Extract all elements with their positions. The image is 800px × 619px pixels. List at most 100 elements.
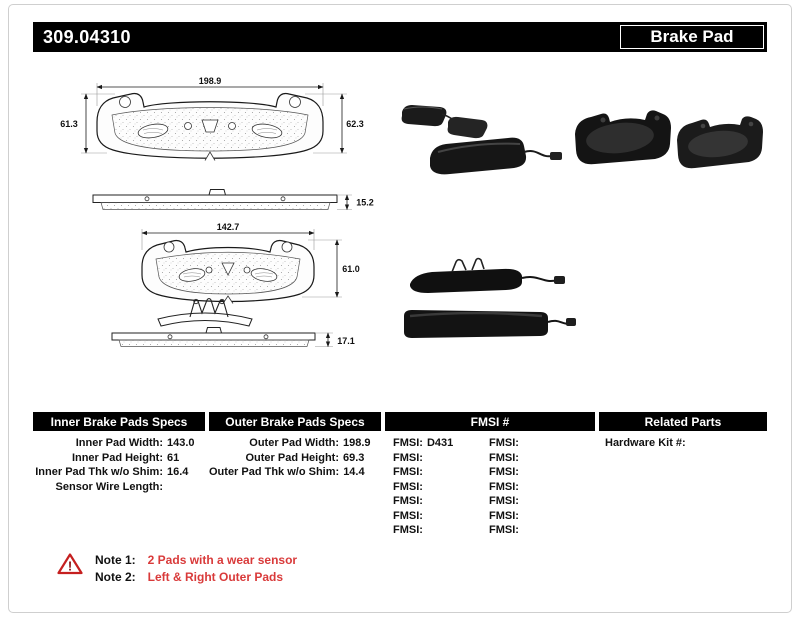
- fmsi-column-1: FMSI:D431 FMSI: FMSI: FMSI: FMSI: FMSI: …: [393, 436, 489, 538]
- spec-row: Inner Pad Height: 61: [33, 451, 205, 466]
- fmsi-label: FMSI:: [393, 495, 423, 507]
- spec-value: 14.4: [343, 466, 365, 478]
- fmsi-row: FMSI:: [489, 465, 585, 480]
- dim-outer-height-right: 62.3: [346, 119, 364, 129]
- spec-row: Inner Pad Thk w/o Shim: 16.4: [33, 465, 205, 480]
- part-number: 309.04310: [43, 27, 131, 47]
- photo-inner-pads-with-sensor: [401, 105, 562, 175]
- note-label: Note 2:: [95, 570, 136, 584]
- fmsi-row: FMSI:: [489, 480, 585, 495]
- spec-row: Outer Pad Height: 69.3: [209, 451, 381, 466]
- spec-value: 61: [167, 451, 180, 464]
- inner-specs-header: Inner Brake Pads Specs: [33, 412, 205, 431]
- fmsi-label: FMSI:: [393, 451, 423, 464]
- related-label: Hardware Kit #:: [605, 437, 686, 449]
- fmsi-label: FMSI:: [393, 524, 423, 536]
- mount-hole-right: [289, 96, 301, 108]
- fmsi-label: FMSI:: [393, 480, 423, 493]
- note-2: Note 2: Left & Right Outer Pads: [95, 570, 283, 584]
- outer-specs-header: Outer Brake Pads Specs: [209, 412, 381, 431]
- related-parts-header: Related Parts: [599, 412, 767, 431]
- sensor-connector: [550, 152, 562, 160]
- fmsi-label: FMSI:: [489, 466, 519, 478]
- photo-inner-pad-sensor-views: [404, 257, 576, 338]
- dim-inner-height: 61.0: [342, 264, 360, 274]
- spec-value: 16.4: [167, 466, 189, 478]
- related-parts-rows: Hardware Kit #:: [605, 436, 765, 451]
- spec-label: Outer Pad Height:: [245, 451, 339, 464]
- spec-label: Sensor Wire Length:: [55, 480, 163, 493]
- fmsi-label: FMSI:: [489, 437, 519, 449]
- inner-pad-clip-and-side-drawing: 17.1: [111, 297, 355, 348]
- fmsi-row: FMSI:: [393, 465, 489, 480]
- product-title: Brake Pad: [620, 25, 764, 49]
- mount-hole-right: [281, 241, 293, 253]
- spec-row: Outer Pad Width: 198.9: [209, 436, 381, 451]
- note-text: Left & Right Outer Pads: [147, 570, 284, 584]
- sensor-connector: [554, 276, 565, 284]
- dim-inner-thickness: 17.1: [337, 336, 355, 346]
- fmsi-row: FMSI:D431: [393, 436, 489, 451]
- fmsi-value: D431: [426, 437, 454, 449]
- sensor-connector: [566, 318, 576, 326]
- brand-stamp: [137, 123, 169, 139]
- mount-hole-left: [119, 96, 131, 108]
- fmsi-header: FMSI #: [385, 412, 595, 431]
- spec-value: 69.3: [343, 451, 365, 464]
- warning-triangle-icon: !: [57, 553, 83, 575]
- inner-pad-front-drawing: 142.7 61.0: [141, 222, 360, 304]
- note-label: Note 1:: [95, 553, 136, 567]
- page-border: [8, 4, 792, 613]
- wear-sensor-clip: [189, 297, 229, 318]
- spec-value: 143.0: [167, 437, 195, 449]
- header-bar: 309.04310 Brake Pad: [33, 22, 767, 52]
- spec-label: Inner Pad Width:: [75, 437, 163, 449]
- fmsi-row: FMSI:: [393, 480, 489, 495]
- fmsi-row: FMSI:: [489, 494, 585, 509]
- dim-outer-height-left: 61.3: [60, 119, 78, 129]
- fmsi-row: FMSI:: [393, 509, 489, 524]
- spec-label: Inner Pad Height:: [71, 451, 163, 464]
- fmsi-label: FMSI:: [489, 495, 519, 507]
- fmsi-label: FMSI:: [393, 466, 423, 478]
- fmsi-column-2: FMSI: FMSI: FMSI: FMSI: FMSI: FMSI: FMSI…: [489, 436, 585, 538]
- outer-pad-front-drawing: 198.9 61.3 62.3: [60, 76, 364, 161]
- brand-stamp: [250, 268, 278, 282]
- fmsi-row: FMSI:: [489, 509, 585, 524]
- dim-outer-thickness: 15.2: [356, 198, 374, 208]
- sensor-wire: [521, 276, 559, 282]
- spec-label: Inner Pad Thk w/o Shim:: [35, 466, 163, 478]
- mount-hole-left: [163, 241, 175, 253]
- note-1: Note 1: 2 Pads with a wear sensor: [95, 553, 297, 567]
- spec-value: 198.9: [343, 437, 371, 449]
- spec-value: [163, 480, 205, 495]
- brand-stamp: [251, 123, 283, 139]
- dim-inner-width: 142.7: [217, 222, 240, 232]
- spec-row: Inner Pad Width: 143.0: [33, 436, 205, 451]
- fmsi-label: FMSI:: [393, 437, 423, 449]
- fmsi-label: FMSI:: [489, 524, 519, 536]
- brand-stamp: [178, 268, 206, 282]
- outer-specs-rows: Outer Pad Width: 198.9 Outer Pad Height:…: [209, 436, 381, 480]
- outer-pad-side-drawing: 15.2: [92, 189, 374, 211]
- fmsi-label: FMSI:: [489, 509, 519, 522]
- spec-label: Outer Pad Thk w/o Shim:: [209, 466, 340, 478]
- fmsi-row: FMSI:: [489, 451, 585, 466]
- fmsi-row: FMSI:: [489, 523, 585, 538]
- inner-specs-rows: Inner Pad Width: 143.0 Inner Pad Height:…: [33, 436, 205, 494]
- fmsi-label: FMSI:: [489, 480, 519, 493]
- dim-outer-width: 198.9: [199, 76, 222, 86]
- note-text: 2 Pads with a wear sensor: [147, 553, 298, 567]
- related-row: Hardware Kit #:: [605, 436, 765, 451]
- warning-glyph: !: [68, 559, 72, 574]
- spec-label: Outer Pad Width:: [249, 437, 339, 449]
- fmsi-row: FMSI:: [489, 436, 585, 451]
- sensor-wire: [523, 150, 553, 158]
- spec-row: Sensor Wire Length:: [33, 480, 205, 495]
- fmsi-label: FMSI:: [393, 509, 423, 522]
- photo-outer-pads: [575, 110, 763, 169]
- fmsi-row: FMSI:: [393, 494, 489, 509]
- fmsi-row: FMSI:: [393, 523, 489, 538]
- spec-row: Outer Pad Thk w/o Shim: 14.4: [209, 465, 381, 480]
